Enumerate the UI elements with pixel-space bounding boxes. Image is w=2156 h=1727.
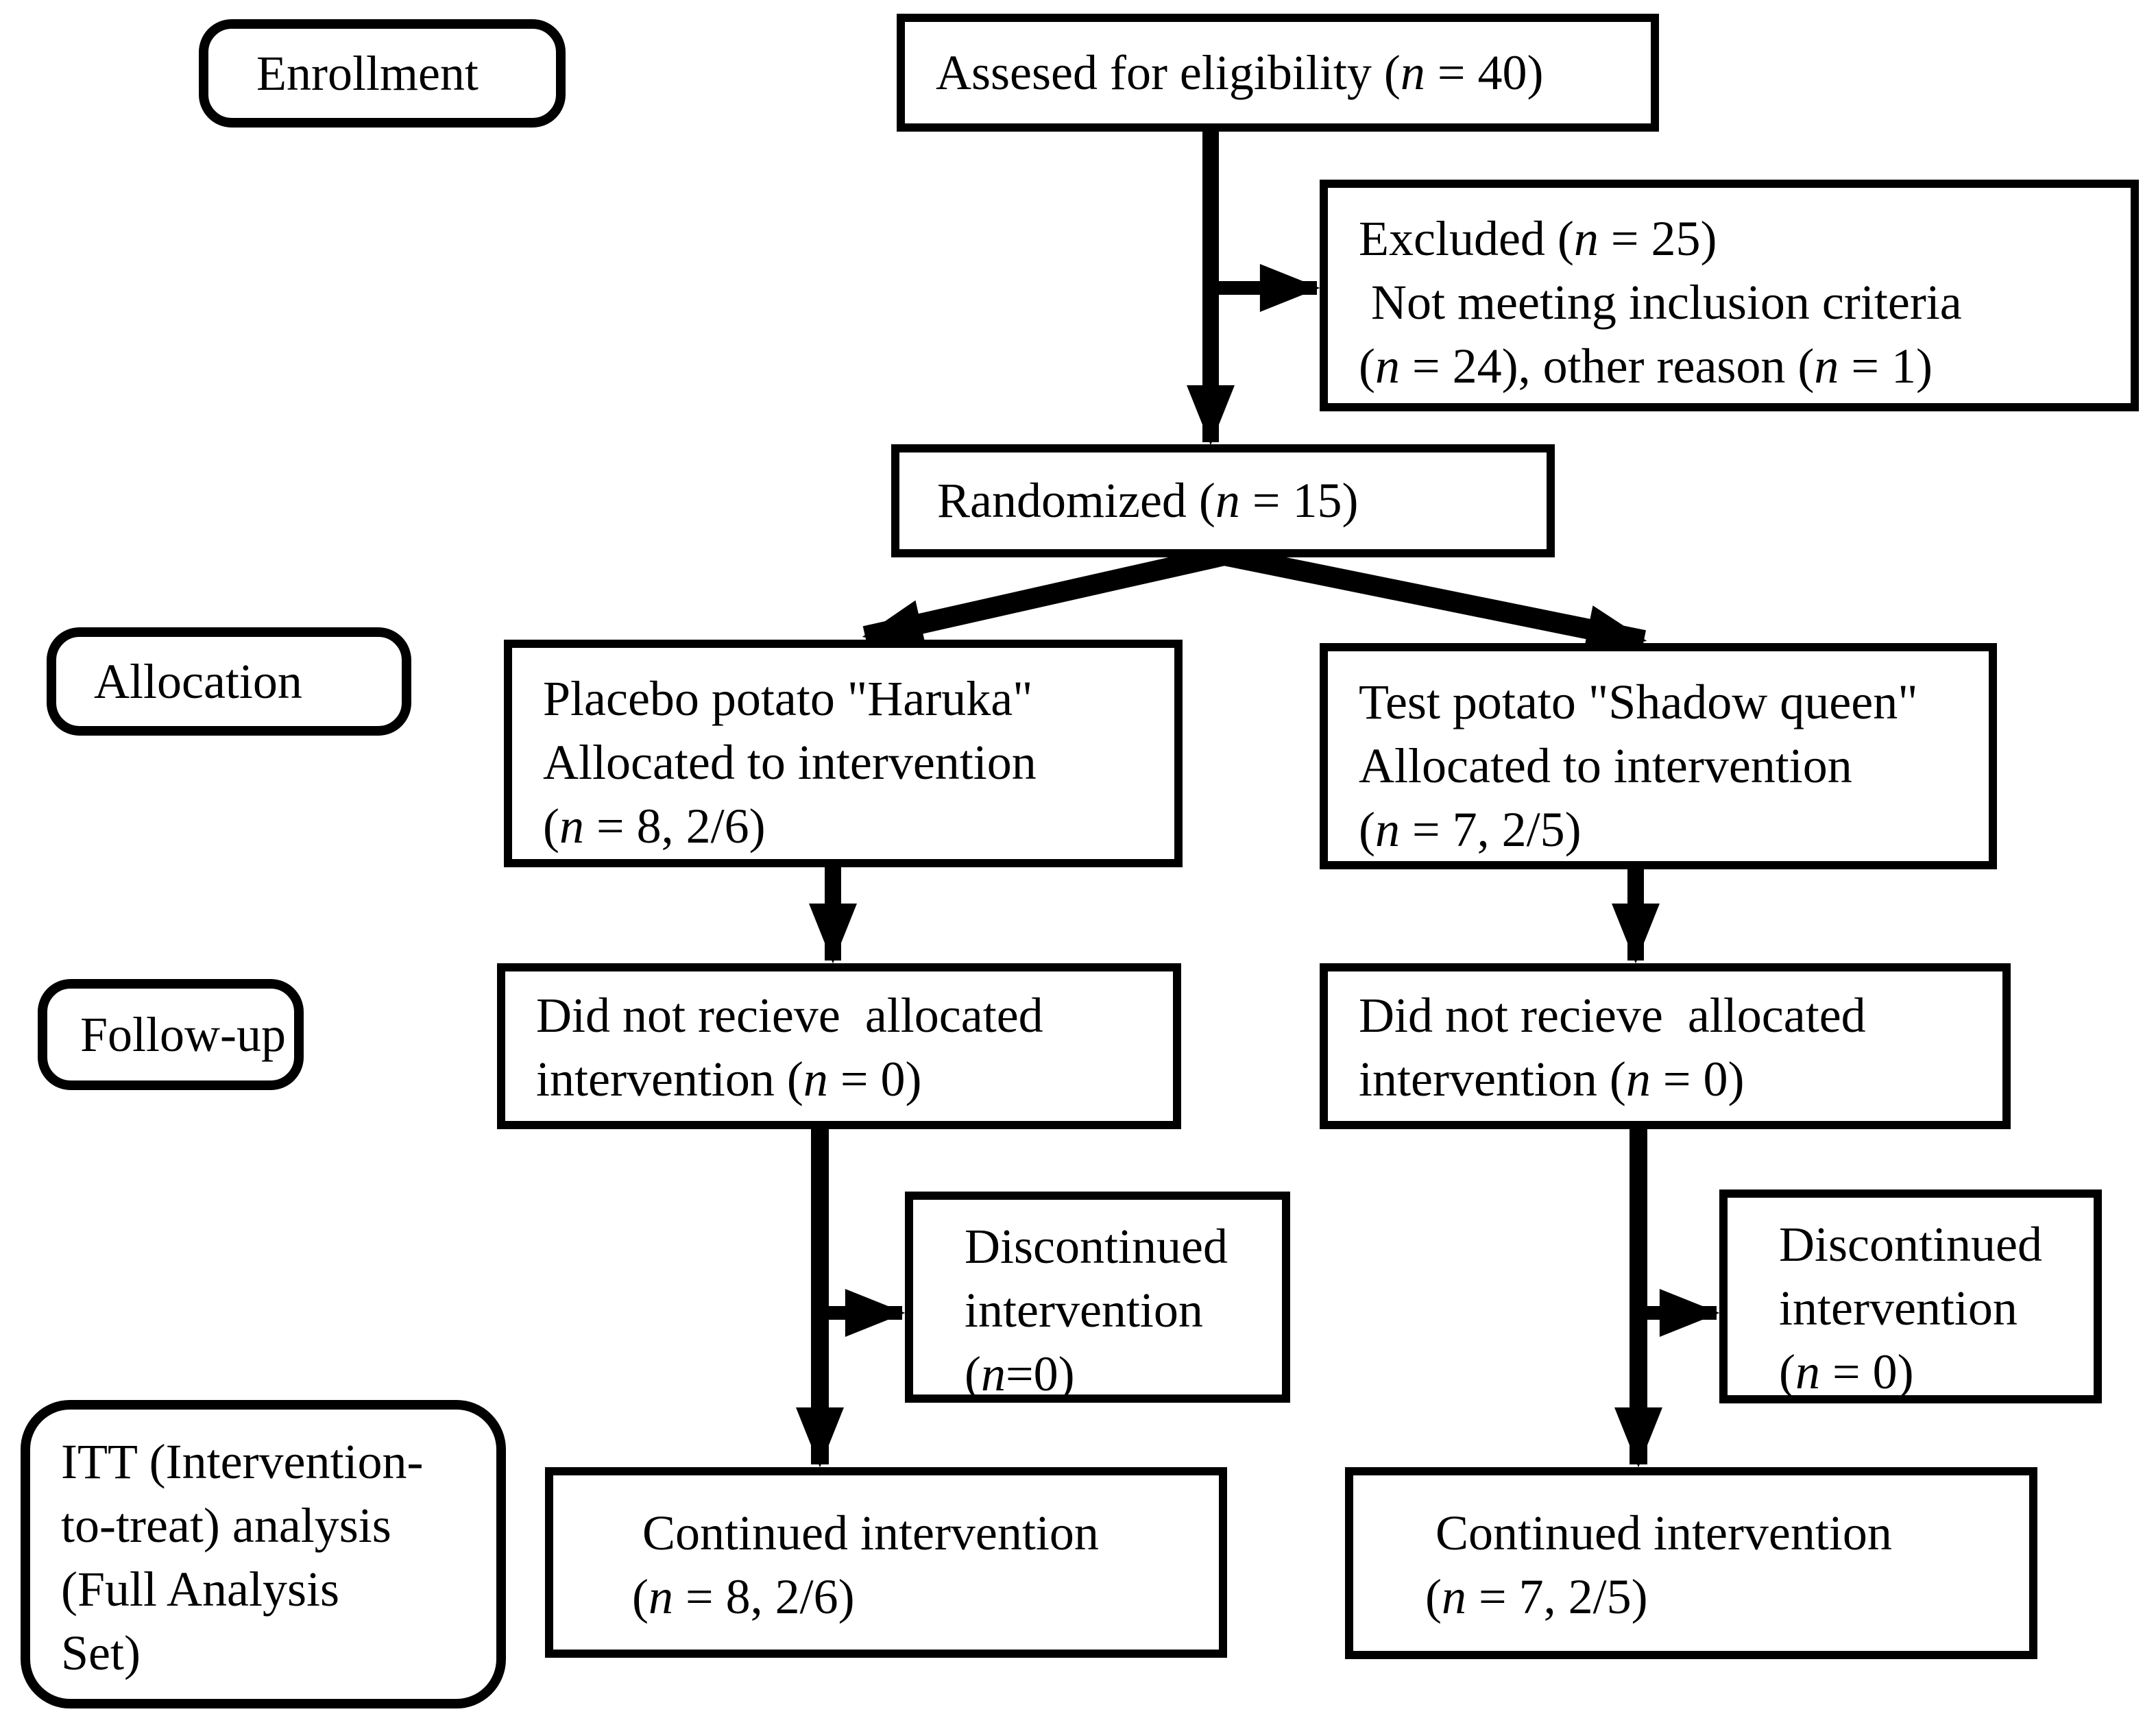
itt-line: ITT (Intervention- xyxy=(61,1434,424,1489)
not-received-test-box: Did not recieve allocated intervention (… xyxy=(1320,963,2011,1129)
arrow-randomized-to-test xyxy=(1222,545,1647,653)
not-received-placebo-line: intervention (n = 0) xyxy=(536,1052,922,1107)
discontinued-test-line: (n = 0) xyxy=(1779,1344,1914,1399)
assessed-box: Assesed for eligibility (n = 40) xyxy=(897,14,1659,132)
not-received-test-line: intervention (n = 0) xyxy=(1359,1052,1745,1107)
excluded-line: Not meeting inclusion criteria xyxy=(1359,275,1962,330)
allocation-test-line: (n = 7, 2/5) xyxy=(1359,802,1582,857)
stage-label-follow-up: Follow-up xyxy=(38,979,304,1090)
discontinued-placebo-line: (n=0) xyxy=(965,1346,1075,1401)
randomized-text: Randomized (n = 15) xyxy=(937,473,1359,528)
excluded-line: (n = 24), other reason (n = 1) xyxy=(1359,339,1933,394)
itt-line: (Full Analysis xyxy=(61,1562,340,1617)
allocation-placebo-line: (n = 8, 2/6) xyxy=(543,799,766,854)
discontinued-placebo-line: Discontinued xyxy=(965,1219,1228,1274)
stage-label-enrollment: Enrollment xyxy=(199,19,566,128)
excluded-line: Excluded (n = 25) xyxy=(1359,211,1717,266)
continued-test-line: Continued intervention xyxy=(1436,1506,1892,1560)
not-received-placebo-line: Did not recieve allocated xyxy=(536,988,1043,1043)
allocation-placebo-box: Placebo potato "Haruka" Allocated to int… xyxy=(504,640,1183,867)
continued-test-box: Continued intervention (n = 7, 2/5) xyxy=(1345,1467,2037,1659)
continued-placebo-line: Continued intervention xyxy=(642,1506,1099,1560)
continued-test-line: (n = 7, 2/5) xyxy=(1425,1569,1648,1624)
allocation-test-line: Allocated to intervention xyxy=(1359,738,1852,793)
stage-label-follow-up-text: Follow-up xyxy=(80,1006,287,1062)
not-received-test-line: Did not recieve allocated xyxy=(1359,988,1866,1043)
randomized-box: Randomized (n = 15) xyxy=(891,444,1555,557)
excluded-box: Excluded (n = 25) Not meeting inclusion … xyxy=(1320,180,2139,411)
not-received-placebo-box: Did not recieve allocated intervention (… xyxy=(497,963,1181,1129)
discontinued-placebo-line: intervention xyxy=(965,1283,1203,1338)
discontinued-test-box: Discontinued intervention (n = 0) xyxy=(1719,1189,2102,1403)
discontinued-test-line: Discontinued xyxy=(1779,1217,2042,1272)
allocation-placebo-line: Placebo potato "Haruka" xyxy=(543,671,1033,726)
discontinued-test-line: intervention xyxy=(1779,1281,2018,1336)
stage-label-allocation-text: Allocation xyxy=(94,653,302,709)
arrow-randomized-to-placebo xyxy=(862,545,1227,647)
continued-placebo-box: Continued intervention (n = 8, 2/6) xyxy=(545,1467,1227,1658)
itt-line: to-treat) analysis xyxy=(61,1498,391,1553)
allocation-placebo-line: Allocated to intervention xyxy=(543,735,1037,790)
stage-label-itt: ITT (Intervention- to-treat) analysis (F… xyxy=(21,1400,506,1708)
stage-label-allocation: Allocation xyxy=(47,627,411,736)
stage-label-enrollment-text: Enrollment xyxy=(256,45,479,101)
allocation-test-line: Test potato "Shadow queen" xyxy=(1359,675,1918,729)
continued-placebo-line: (n = 8, 2/6) xyxy=(632,1569,855,1624)
allocation-test-box: Test potato "Shadow queen" Allocated to … xyxy=(1320,643,1997,869)
itt-line: Set) xyxy=(61,1626,141,1680)
assessed-text: Assesed for eligibility (n = 40) xyxy=(936,45,1544,100)
discontinued-placebo-box: Discontinued intervention (n=0) xyxy=(905,1192,1290,1403)
